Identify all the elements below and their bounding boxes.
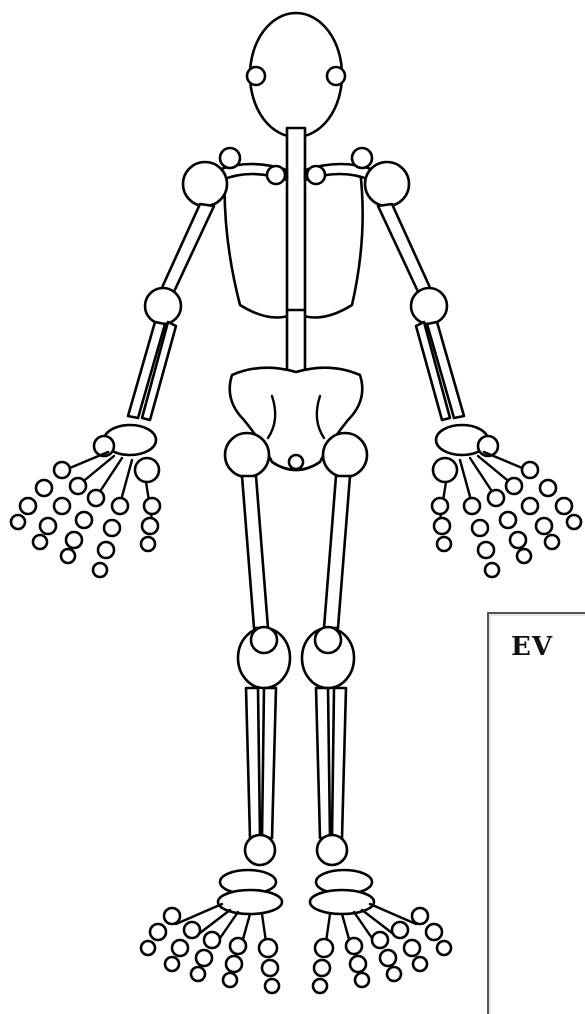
right-foot	[310, 870, 451, 993]
left-arm	[128, 162, 227, 420]
left-hand	[11, 425, 160, 577]
spine	[287, 128, 305, 378]
head	[247, 13, 345, 137]
right-arm	[365, 162, 464, 420]
side-panel: EV	[487, 612, 585, 1014]
left-leg	[225, 433, 290, 865]
right-leg	[302, 433, 367, 865]
right-hand	[432, 425, 581, 577]
left-foot	[141, 870, 282, 993]
panel-label: EV	[511, 632, 553, 662]
